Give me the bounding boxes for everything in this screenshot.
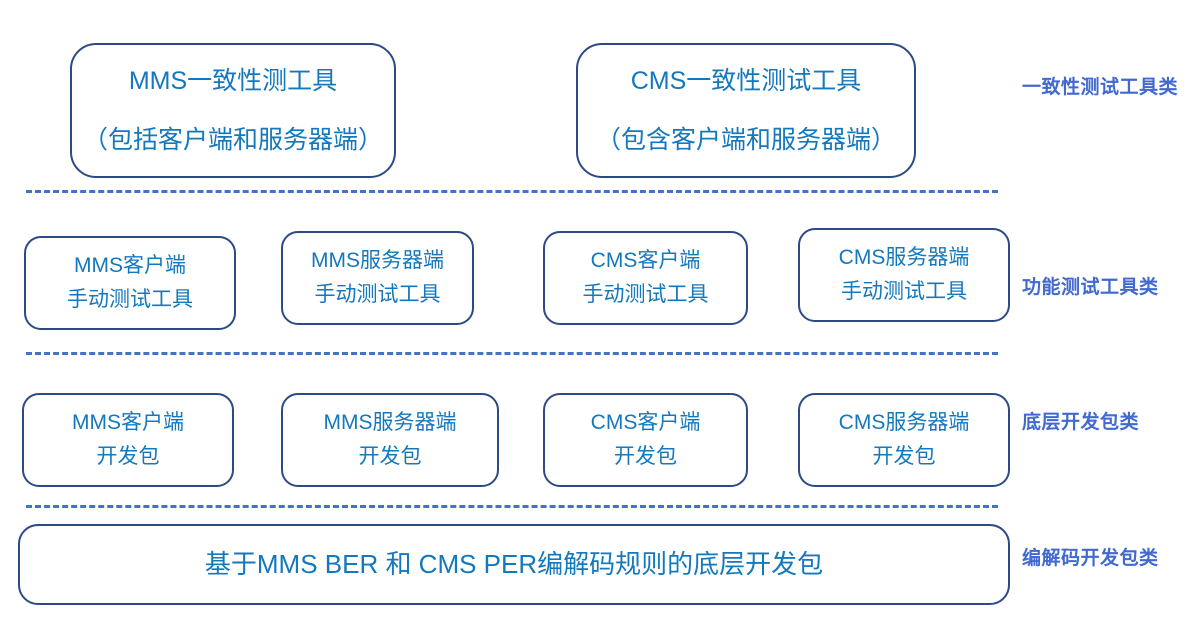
box-cms-client-dev-package[interactable]: CMS客户端 开发包	[543, 393, 748, 487]
box-line-secondary: 开发包	[96, 444, 160, 468]
box-line-secondary: 开发包	[358, 444, 422, 468]
category-label-codec-dev-packages: 编解码开发包类	[1022, 548, 1159, 569]
divider-tier2-tier3	[26, 352, 998, 355]
box-cms-server-dev-package[interactable]: CMS服务器端 开发包	[798, 393, 1010, 487]
box-cms-server-manual-test-tool[interactable]: CMS服务器端 手动测试工具	[798, 228, 1010, 322]
box-line-secondary: 手动测试工具	[582, 282, 709, 306]
box-line-primary: CMS服务器端	[838, 411, 970, 435]
box-line-primary: CMS客户端	[590, 411, 701, 435]
box-line-secondary: 手动测试工具	[67, 287, 193, 311]
box-line-primary: CMS客户端	[590, 249, 701, 273]
box-mms-client-dev-package[interactable]: MMS客户端 开发包	[22, 393, 234, 487]
box-codec-dev-package[interactable]: 基于MMS BER 和 CMS PER编解码规则的底层开发包	[18, 524, 1010, 605]
box-mms-client-manual-test-tool[interactable]: MMS客户端 手动测试工具	[24, 236, 236, 330]
divider-tier3-tier4	[26, 505, 998, 508]
box-line-secondary: 手动测试工具	[841, 279, 967, 303]
category-label-functional-tools: 功能测试工具类	[1022, 277, 1159, 298]
box-line-primary: 基于MMS BER 和 CMS PER编解码规则的底层开发包	[204, 548, 824, 579]
category-label-lowlevel-dev-packages: 底层开发包类	[1022, 412, 1140, 433]
box-cms-client-manual-test-tool[interactable]: CMS客户端 手动测试工具	[543, 231, 748, 325]
box-line-primary: CMS服务器端	[838, 246, 970, 270]
box-line-primary: CMS一致性测试工具	[630, 66, 862, 95]
box-mms-conformance-tool[interactable]: MMS一致性测工具 （包括客户端和服务器端）	[70, 43, 396, 178]
divider-tier1-tier2	[26, 190, 998, 193]
box-cms-conformance-tool[interactable]: CMS一致性测试工具 （包含客户端和服务器端）	[576, 43, 916, 178]
box-line-primary: MMS服务器端	[311, 249, 444, 273]
category-label-conformance-tools: 一致性测试工具类	[1022, 77, 1179, 98]
box-line-secondary: 开发包	[614, 444, 677, 468]
box-line-secondary: 开发包	[872, 444, 936, 468]
box-mms-server-manual-test-tool[interactable]: MMS服务器端 手动测试工具	[281, 231, 474, 325]
box-line-primary: MMS服务器端	[323, 411, 457, 435]
box-line-secondary: （包含客户端和服务器端）	[595, 125, 896, 154]
box-line-secondary: 手动测试工具	[314, 282, 441, 306]
box-line-primary: MMS客户端	[74, 254, 186, 278]
box-line-primary: MMS客户端	[72, 411, 184, 435]
box-line-primary: MMS一致性测工具	[128, 66, 338, 95]
box-mms-server-dev-package[interactable]: MMS服务器端 开发包	[281, 393, 499, 487]
box-line-secondary: （包括客户端和服务器端）	[82, 125, 383, 154]
